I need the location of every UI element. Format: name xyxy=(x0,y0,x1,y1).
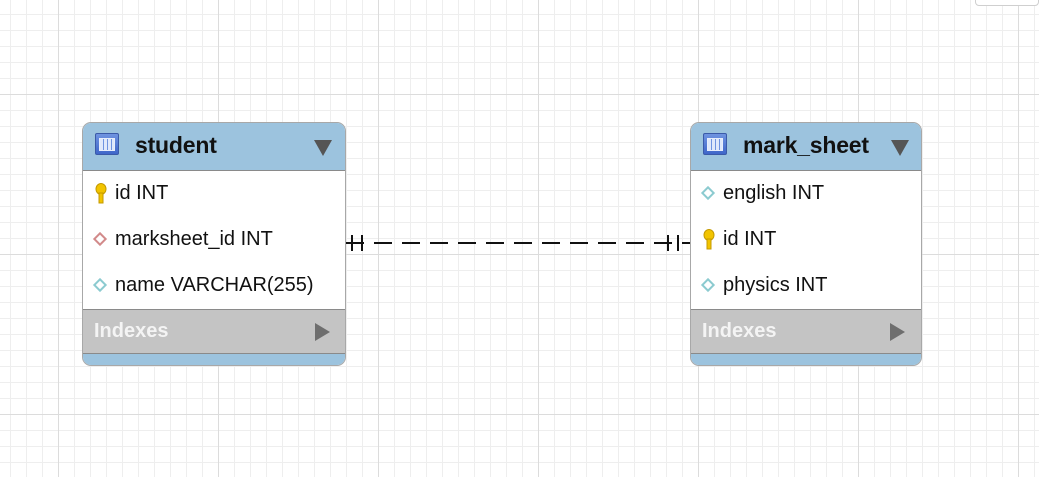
expand-arrow-icon[interactable] xyxy=(315,323,330,341)
table-footer xyxy=(691,354,921,365)
column-diamond-icon xyxy=(700,277,716,293)
column-row[interactable]: name VARCHAR(255) xyxy=(83,263,345,309)
column-list: id INT marksheet_id INT name VARCHAR(255… xyxy=(83,171,345,310)
expand-arrow-icon[interactable] xyxy=(890,323,905,341)
table-title: student xyxy=(135,132,217,158)
collapse-arrow-icon[interactable] xyxy=(314,140,332,156)
column-list: english INT id INT physics INT xyxy=(691,171,921,310)
column-label: marksheet_id INT xyxy=(115,228,273,250)
column-diamond-icon xyxy=(700,185,716,201)
collapse-arrow-icon[interactable] xyxy=(891,140,909,156)
column-row[interactable]: physics INT xyxy=(691,263,921,309)
primary-key-icon xyxy=(703,229,715,250)
column-row[interactable]: english INT xyxy=(691,171,921,217)
table-footer xyxy=(83,354,345,365)
table-icon xyxy=(703,133,727,155)
column-row[interactable]: id INT xyxy=(83,171,345,217)
table-student[interactable]: student id INT marksheet_id INT name VAR… xyxy=(82,122,346,366)
table-mark-sheet[interactable]: mark_sheet english INT id INT physics IN… xyxy=(690,122,922,366)
indexes-section[interactable]: Indexes xyxy=(691,310,921,354)
primary-key-icon xyxy=(95,183,107,204)
indexes-section[interactable]: Indexes xyxy=(83,310,345,354)
table-header[interactable]: mark_sheet xyxy=(691,123,921,171)
indexes-label: Indexes xyxy=(702,320,777,342)
column-label: name VARCHAR(255) xyxy=(115,274,314,296)
column-label: english INT xyxy=(723,182,825,204)
column-row[interactable]: marksheet_id INT xyxy=(83,217,345,263)
table-title: mark_sheet xyxy=(743,132,869,158)
foreign-key-diamond-icon xyxy=(92,231,108,247)
column-row[interactable]: id INT xyxy=(691,217,921,263)
column-label: physics INT xyxy=(723,274,828,296)
table-icon xyxy=(95,133,119,155)
indexes-label: Indexes xyxy=(94,320,169,342)
column-diamond-icon xyxy=(92,277,108,293)
column-label: id INT xyxy=(723,228,777,250)
column-label: id INT xyxy=(115,182,169,204)
table-header[interactable]: student xyxy=(83,123,345,171)
